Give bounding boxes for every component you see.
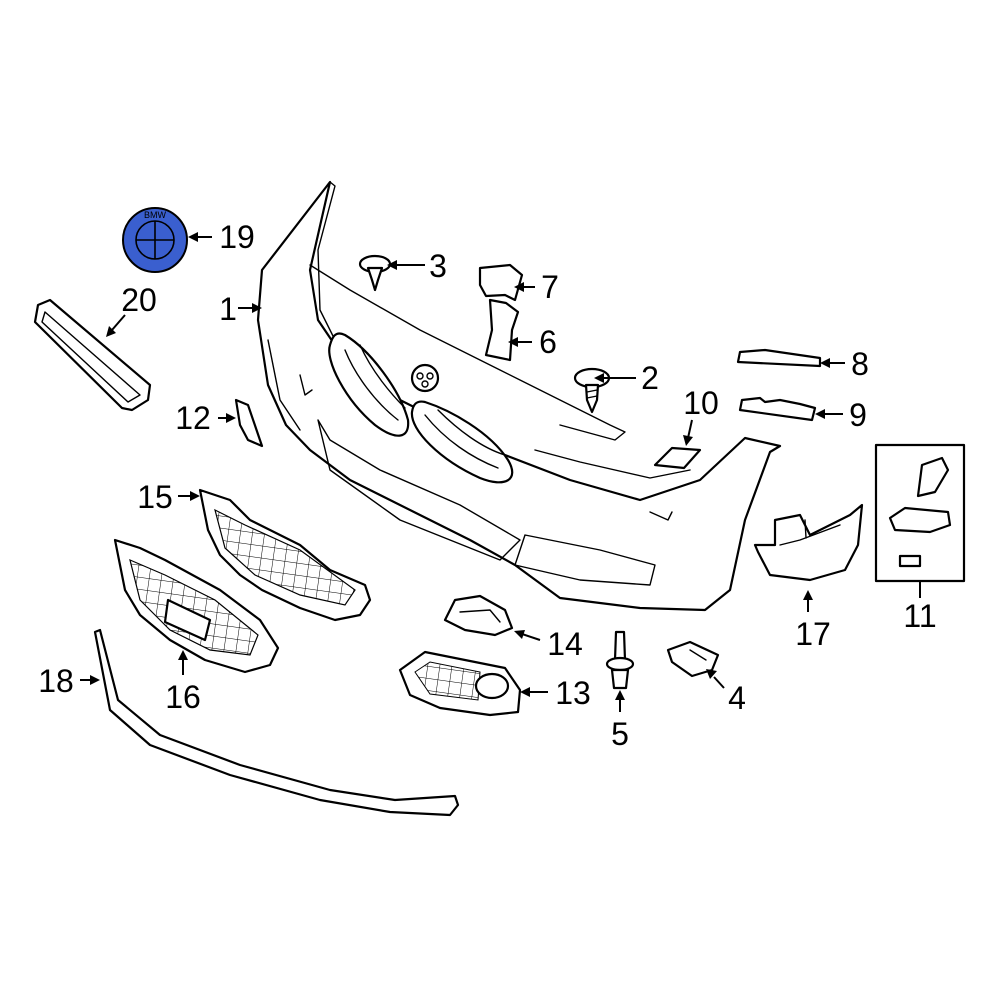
- bracket-icon[interactable]: [443, 594, 514, 637]
- callout-8: 8: [851, 346, 869, 382]
- callout-19: 19: [219, 219, 255, 255]
- bumper-cover[interactable]: [256, 180, 782, 612]
- callout-9: 9: [849, 397, 867, 433]
- bracket-icon[interactable]: [234, 398, 264, 448]
- bracket-icon[interactable]: [736, 348, 822, 368]
- push-pin-icon[interactable]: [605, 630, 635, 690]
- emblem-frame[interactable]: [33, 298, 152, 412]
- clip-icon[interactable]: [666, 640, 720, 678]
- callout-17: 17: [795, 616, 831, 652]
- emblem-icon[interactable]: BMW: [122, 207, 188, 273]
- bracket-icon[interactable]: [484, 298, 520, 362]
- callout-16: 16: [165, 679, 201, 715]
- callout-20: 20: [121, 282, 157, 318]
- callout-labels: 1 2 3 4 5 6 7 8 9 10 11 12 13 14 15 16 1…: [38, 219, 936, 752]
- callout-18: 18: [38, 663, 74, 699]
- callout-12: 12: [175, 400, 211, 436]
- callout-5: 5: [611, 716, 629, 752]
- upper-grille[interactable]: [198, 488, 372, 622]
- callout-1: 1: [219, 291, 237, 327]
- clip-kit[interactable]: [874, 443, 966, 583]
- callout-7: 7: [541, 269, 559, 305]
- trim-strip[interactable]: [93, 628, 460, 817]
- callout-3: 3: [429, 248, 447, 284]
- callout-4: 4: [728, 680, 746, 716]
- screw-icon[interactable]: [358, 254, 392, 292]
- emblem-lettering: BMW: [144, 210, 167, 220]
- fog-lamp-grille[interactable]: [398, 650, 522, 717]
- bracket-icon[interactable]: [478, 263, 524, 302]
- callout-11: 11: [903, 598, 936, 634]
- callout-14: 14: [547, 626, 583, 662]
- air-duct[interactable]: [753, 503, 864, 582]
- leader-lines: [80, 232, 921, 712]
- bracket-icon[interactable]: [653, 446, 702, 470]
- callout-10: 10: [683, 385, 719, 421]
- callout-2: 2: [641, 360, 659, 396]
- lower-grille[interactable]: [113, 538, 280, 674]
- callout-13: 13: [555, 675, 591, 711]
- bracket-icon[interactable]: [738, 396, 817, 422]
- callout-15: 15: [137, 479, 173, 515]
- screw-icon[interactable]: [573, 367, 611, 414]
- callout-6: 6: [539, 324, 557, 360]
